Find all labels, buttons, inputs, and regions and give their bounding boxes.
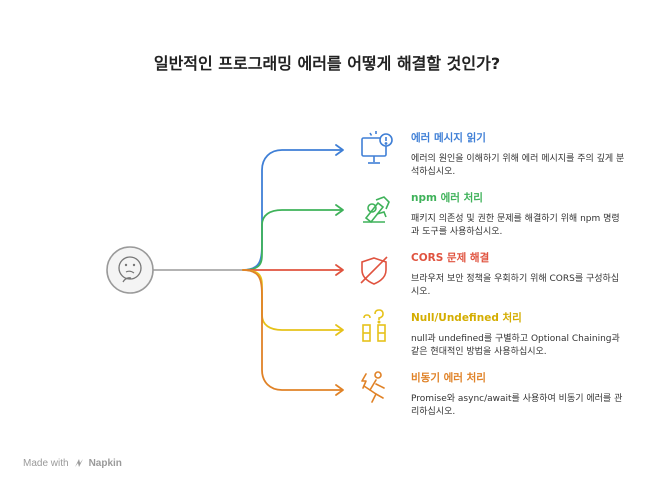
arrowhead-green xyxy=(335,204,344,216)
napkin-watermark: Made with Napkin xyxy=(23,457,122,469)
arrowhead-blue xyxy=(335,144,344,156)
connector-yellow xyxy=(242,269,343,331)
branch-heading: 비동기 에러 처리 xyxy=(411,372,486,384)
branch-description: null과 undefined를 구별하고 Optional Chaining과… xyxy=(411,334,620,357)
branch-description: 패키지 의존성 및 권한 문제를 해결하기 위해 npm 명령과 도구를 사용하… xyxy=(411,214,620,237)
confused-face-icon xyxy=(106,246,154,294)
hammer-gear-icon xyxy=(363,196,390,224)
branch-heading: CORS 문제 해결 xyxy=(411,252,490,264)
branch-heading: 에러 메시지 읽기 xyxy=(411,132,486,144)
question-blocks-icon xyxy=(362,309,386,342)
branch-heading: npm 에러 처리 xyxy=(411,192,483,204)
page-title: 일반적인 프로그래밍 에러를 어떻게 해결할 것인가? xyxy=(153,54,501,73)
monitor-error-icon xyxy=(361,131,393,164)
napkin-brand: Napkin xyxy=(88,457,122,469)
running-person-bolt-icon xyxy=(361,371,385,403)
napkin-logo-icon xyxy=(74,459,83,467)
branch-item-npm-error: npm 에러 처리 패키지 의존성 및 권한 문제를 해결하기 위해 npm 명… xyxy=(411,191,626,239)
branch-item-cors: CORS 문제 해결 브라우저 보안 정책을 우회하기 위해 CORS를 구성하… xyxy=(411,251,626,299)
branch-item-async-error: 비동기 에러 처리 Promise와 async/await를 사용하여 비동기… xyxy=(411,371,626,419)
made-with-label: Made with xyxy=(23,457,69,469)
branch-description: Promise와 async/await를 사용하여 비동기 에러를 관리하십시… xyxy=(411,394,623,417)
connector-green xyxy=(242,209,343,271)
branch-item-read-error: 에러 메시지 읽기 에러의 원인을 이해하기 위해 에러 메시지를 주의 깊게 … xyxy=(411,131,626,179)
arrowhead-yellow xyxy=(335,324,344,336)
connector-orange xyxy=(242,269,343,391)
branch-description: 브라우저 보안 정책을 우회하기 위해 CORS를 구성하십시오. xyxy=(411,274,620,297)
connector-blue xyxy=(242,149,343,271)
branch-item-null-undefined: Null/Undefined 처리 null과 undefined를 구별하고 … xyxy=(411,311,626,359)
branch-heading: Null/Undefined 처리 xyxy=(411,312,522,324)
branch-description: 에러의 원인을 이해하기 위해 에러 메시지를 주의 깊게 분석하십시오. xyxy=(411,154,625,177)
shield-off-icon xyxy=(360,256,388,285)
arrowhead-red xyxy=(335,264,344,276)
arrowhead-orange xyxy=(335,384,344,396)
